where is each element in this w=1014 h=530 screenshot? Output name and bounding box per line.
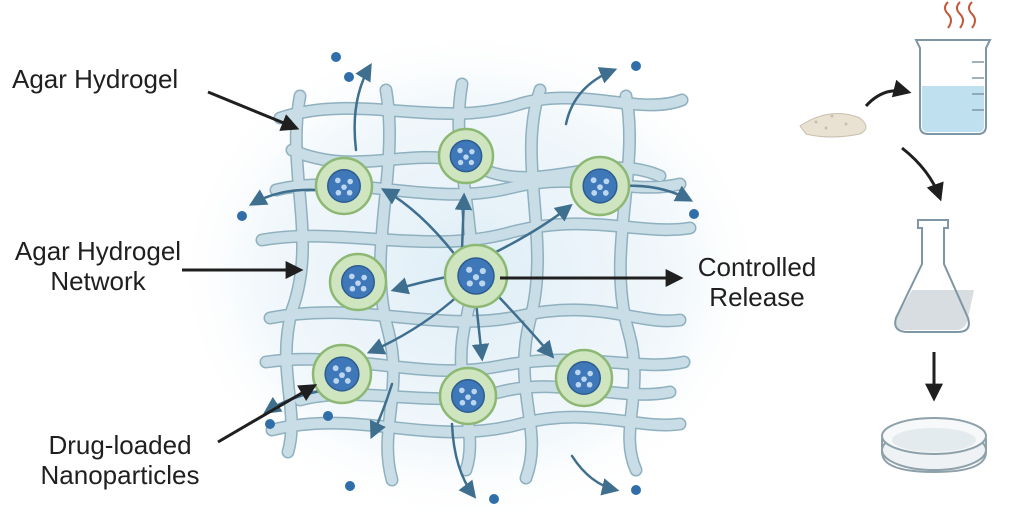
drug-loaded-nanoparticle: [314, 156, 374, 216]
release-arrow: [369, 382, 394, 440]
drug-loaded-nanoparticle: [437, 127, 495, 185]
erlenmeyer-flask-icon: [894, 219, 974, 333]
label-drug-loaded-nanoparticles: Drug-loaded Nanoparticles: [30, 430, 210, 490]
drug-loaded-nanoparticle: [328, 252, 388, 312]
release-arrow: [471, 300, 490, 362]
label-network-line2: Network: [50, 266, 146, 296]
released-drug-dot: [323, 411, 333, 421]
release-arrow: [366, 292, 462, 355]
beaker-with-steam-icon: [914, 1, 992, 135]
released-drug-dot: [331, 52, 341, 62]
drug-loaded-nanoparticle: [443, 243, 509, 309]
arrow-beaker-to-flask: [901, 146, 944, 202]
released-drug-dot: [631, 61, 641, 71]
release-arrow: [564, 67, 618, 126]
released-drug-dot: [345, 481, 355, 491]
release-arrow: [380, 188, 458, 258]
label-agar-hydrogel: Agar Hydrogel: [12, 64, 179, 94]
label-nano-line1: Drug-loaded: [48, 430, 192, 460]
release-arrow: [490, 203, 573, 256]
released-drug-dots: [237, 52, 699, 504]
release-arrow: [454, 192, 473, 252]
drug-loaded-nanoparticle: [569, 155, 631, 217]
pointer-agar-hydrogel: [207, 90, 300, 131]
arrow-powder-to-beaker: [864, 79, 912, 108]
hydrogel-fiber: [281, 91, 308, 457]
hydrogel-fiber: [275, 93, 687, 123]
drug-loaded-nanoparticle: [438, 366, 498, 426]
agar-powder-icon: [799, 113, 867, 138]
label-release-line1: Controlled: [697, 252, 817, 282]
release-arrow: [496, 294, 555, 359]
hydrogel-fiber: [265, 304, 685, 327]
release-arrow: [622, 184, 694, 202]
hydrogel-fiber: [257, 218, 695, 247]
hydrogel-fiber: [615, 91, 641, 475]
release-arrow: [248, 188, 320, 206]
label-pointers: [182, 90, 684, 444]
released-drug-dot: [265, 419, 275, 429]
released-drug-dot: [689, 209, 699, 219]
pointer-nanoparticles: [217, 384, 318, 444]
released-drug-dot: [344, 72, 354, 82]
petri-dish-icon: [881, 417, 987, 474]
released-drug-dot: [489, 494, 499, 504]
drug-loaded-nanoparticle: [554, 348, 614, 408]
label-release-line2: Release: [709, 282, 805, 312]
release-arrow: [353, 62, 372, 152]
released-drug-dot: [237, 211, 247, 221]
release-arrow: [450, 422, 477, 499]
drug-loaded-nanoparticle: [311, 343, 373, 405]
label-nano-line2: Nanoparticles: [40, 460, 200, 490]
label-network-line1: Agar Hydrogel: [14, 236, 182, 266]
preparation-process: [799, 1, 992, 474]
nanoparticles: [311, 127, 631, 426]
hydrogel-fiber: [519, 85, 545, 483]
label-agar-hydrogel-network: Agar Hydrogel Network: [8, 236, 188, 296]
release-arrow: [570, 454, 620, 496]
label-controlled-release: Controlled Release: [682, 252, 832, 312]
released-drug-dot: [631, 485, 641, 495]
